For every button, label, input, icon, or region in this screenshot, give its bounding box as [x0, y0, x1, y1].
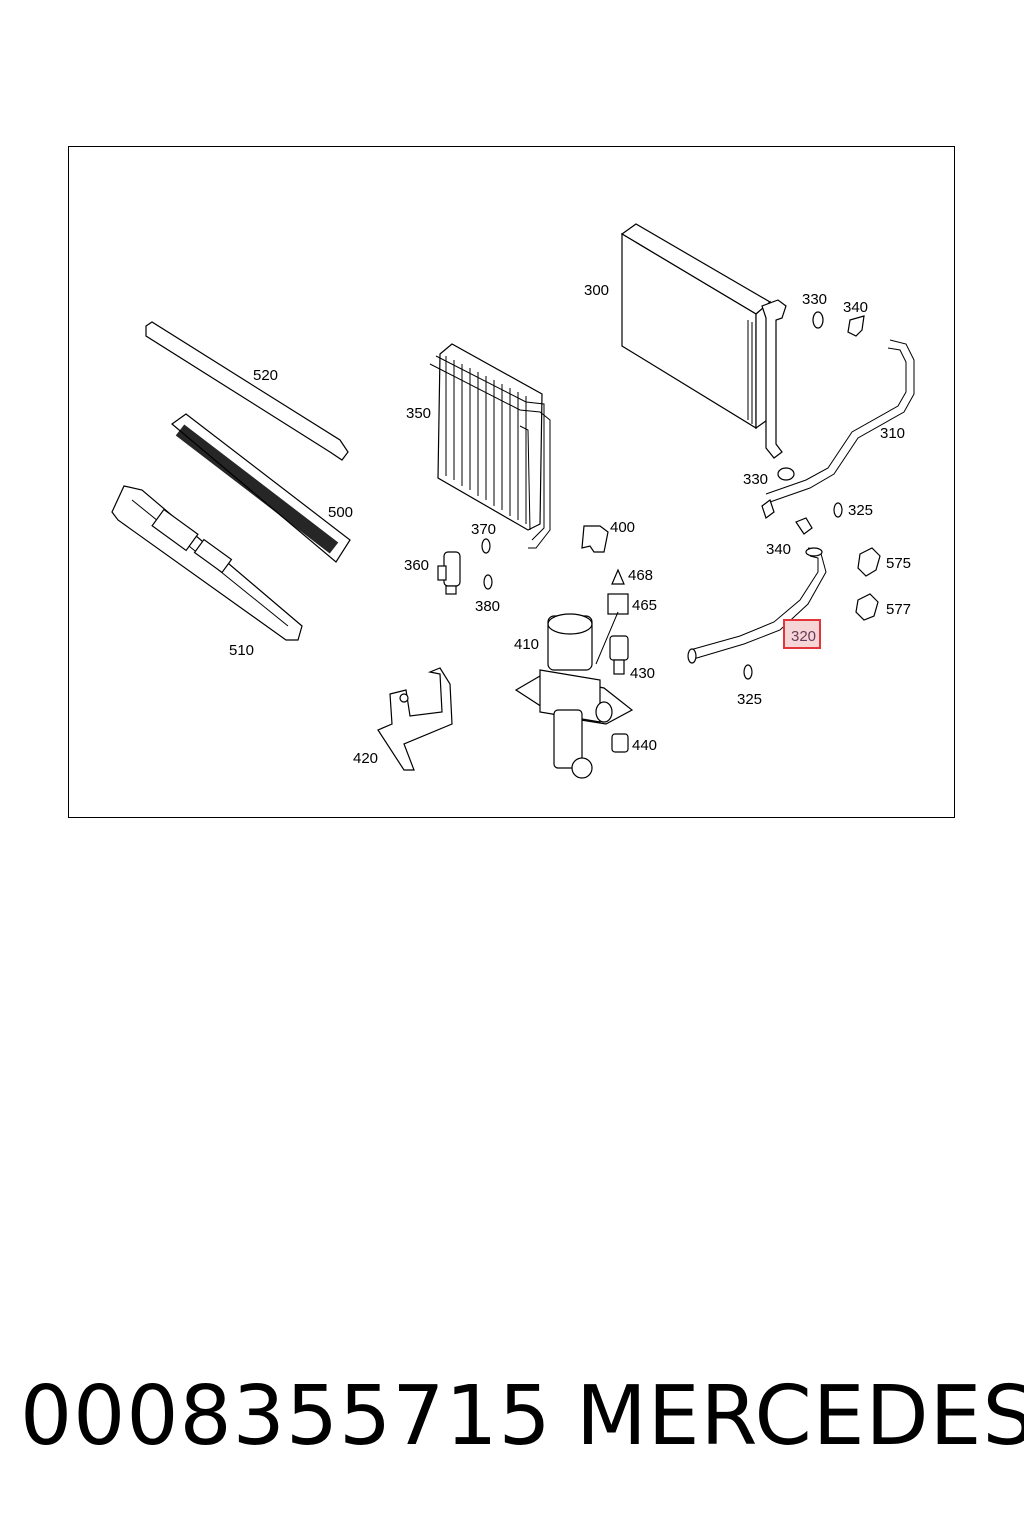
callout-360[interactable]: 360	[404, 557, 429, 574]
callout-340-mid[interactable]: 340	[766, 541, 791, 558]
part-300-heater-core	[620, 223, 787, 459]
part-370-oring	[481, 538, 491, 554]
diagram-frame	[68, 146, 955, 818]
callout-420[interactable]: 420	[353, 750, 378, 767]
callout-310[interactable]: 310	[880, 425, 905, 442]
callout-575[interactable]: 575	[886, 555, 911, 572]
part-520-bracket	[145, 321, 349, 461]
part-360-valve	[437, 551, 461, 595]
part-410-pump	[514, 613, 634, 779]
callout-410[interactable]: 410	[514, 636, 539, 653]
part-380-oring	[483, 574, 493, 590]
callout-400[interactable]: 400	[610, 519, 635, 536]
callout-325-bottom[interactable]: 325	[737, 691, 762, 708]
callout-510[interactable]: 510	[229, 642, 254, 659]
callout-577[interactable]: 577	[886, 601, 911, 618]
footer: 0008355715 MERCEDES	[0, 1362, 1024, 1472]
callout-380[interactable]: 380	[475, 598, 500, 615]
part-510-housing	[111, 485, 303, 641]
callout-500[interactable]: 500	[328, 504, 353, 521]
part-325-ring	[743, 664, 753, 680]
callout-300[interactable]: 300	[584, 282, 609, 299]
callout-468[interactable]: 468	[628, 567, 653, 584]
callout-440[interactable]: 440	[632, 737, 657, 754]
part-310-pipe	[761, 339, 915, 519]
part-500-filter	[171, 413, 351, 563]
highlight-box-320	[783, 619, 821, 649]
callout-350[interactable]: 350	[406, 405, 431, 422]
part-320-pipe	[687, 547, 827, 664]
part-400-clip	[581, 525, 609, 553]
callout-465[interactable]: 465	[632, 597, 657, 614]
callout-320[interactable]: 320	[791, 628, 816, 645]
brand-name: MERCEDES	[576, 1369, 1024, 1464]
callout-330-mid[interactable]: 330	[743, 471, 768, 488]
part-468-465-430	[595, 568, 629, 675]
callout-430[interactable]: 430	[630, 665, 655, 682]
callout-520[interactable]: 520	[253, 367, 278, 384]
part-420-bracket	[377, 667, 453, 771]
part-575-577-clamps	[855, 547, 881, 621]
callout-330-top[interactable]: 330	[802, 291, 827, 308]
part-number: 0008355715	[20, 1369, 552, 1464]
callout-370[interactable]: 370	[471, 521, 496, 538]
callout-325-mid[interactable]: 325	[848, 502, 873, 519]
callout-340-top[interactable]: 340	[843, 299, 868, 316]
part-350-evaporator	[429, 343, 551, 549]
part-small-seals	[777, 311, 865, 535]
part-440-plug	[611, 733, 629, 753]
